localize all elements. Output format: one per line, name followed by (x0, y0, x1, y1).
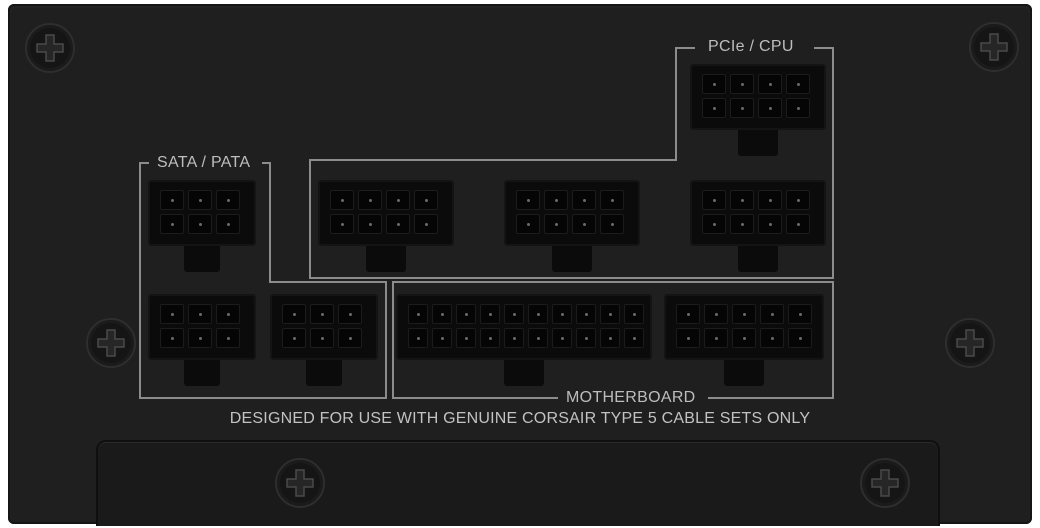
sata-pata-connector-1[interactable] (148, 180, 256, 272)
pcie-cpu-label: PCIe / CPU (700, 38, 802, 56)
compatibility-warning: DESIGNED FOR USE WITH GENUINE CORSAIR TY… (229, 410, 811, 427)
motherboard-10pin-connector[interactable] (664, 294, 824, 386)
screw-icon (945, 318, 995, 368)
motherboard-24pin-connector[interactable] (396, 294, 652, 386)
screw-icon (25, 23, 75, 73)
bottom-plate (96, 440, 940, 526)
sata-pata-label: SATA / PATA (149, 154, 259, 172)
motherboard-label: MOTHERBOARD (558, 389, 704, 407)
pcie-cpu-connector-1[interactable] (690, 64, 826, 156)
screw-icon (969, 22, 1019, 72)
sata-pata-connector-3[interactable] (270, 294, 378, 386)
pcie-cpu-connector-4[interactable] (690, 180, 826, 272)
screw-icon (275, 458, 325, 508)
pcie-cpu-connector-2[interactable] (318, 180, 454, 272)
pcie-cpu-connector-3[interactable] (504, 180, 640, 272)
screw-icon (860, 458, 910, 508)
sata-pata-connector-2[interactable] (148, 294, 256, 386)
screw-icon (86, 318, 136, 368)
